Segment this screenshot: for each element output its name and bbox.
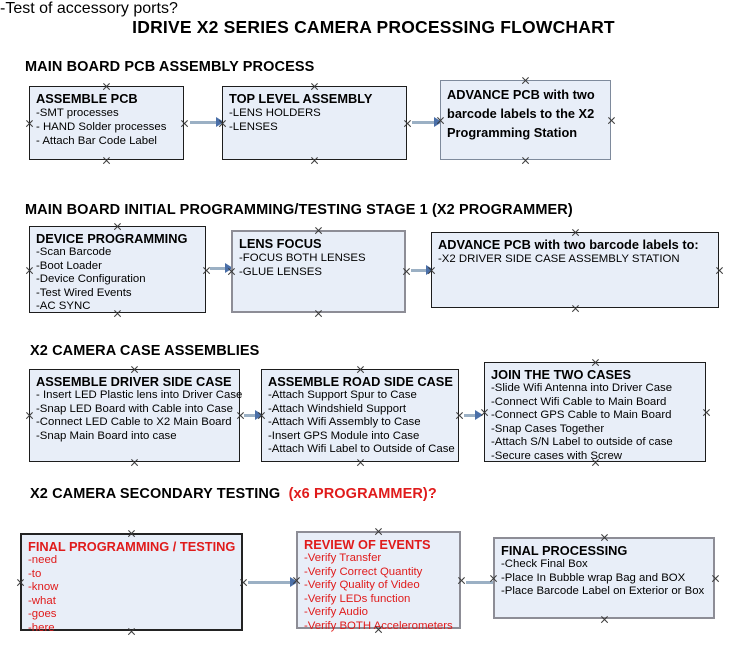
node-line: -Attach Wifi Label to Outside of Case	[268, 443, 455, 456]
node-line: -what	[28, 594, 56, 607]
node-line: -goes	[28, 608, 57, 621]
node-advance-pcb-programming-station[interactable]: ADVANCE PCB with two barcode labels to t…	[440, 80, 611, 160]
section-heading-2: MAIN BOARD INITIAL PROGRAMMING/TESTING S…	[25, 202, 573, 218]
node-line: -LENSES	[229, 121, 278, 134]
node-final-programming-testing[interactable]: FINAL PROGRAMMING / TESTING -need -to -k…	[20, 533, 243, 634]
node-line: -Scan Barcode	[36, 246, 112, 258]
node-line: -AC SYNC	[36, 300, 91, 313]
node-line: -Attach Windshield Support	[268, 402, 407, 415]
node-line: - HAND Solder processes	[36, 121, 167, 134]
node-title: REVIEW OF EVENTS	[304, 537, 431, 552]
node-line: -here	[28, 621, 55, 634]
node-title: ASSEMBLE ROAD SIDE CASE	[268, 374, 453, 389]
node-line: -Secure cases with Screw	[491, 449, 623, 462]
node-line: -need	[28, 554, 58, 566]
connector-2b	[411, 269, 428, 272]
node-line: -Test Wired Events	[36, 286, 132, 299]
node-final-processing[interactable]: FINAL PROCESSING -Check Final Box -Place…	[493, 537, 715, 619]
node-line: -Connect GPS Cable to Main Board	[491, 409, 672, 422]
connector-3b	[464, 414, 477, 417]
section-heading-4-main: X2 CAMERA SECONDARY TESTING	[30, 486, 281, 502]
node-title: FINAL PROGRAMMING / TESTING	[28, 539, 236, 554]
node-line: -LENS HOLDERS	[229, 107, 321, 119]
node-top-level-assembly[interactable]: TOP LEVEL ASSEMBLY -LENS HOLDERS -LENSES	[222, 86, 407, 160]
node-title: FINAL PROCESSING	[501, 543, 628, 558]
arrowhead-2a	[225, 263, 233, 273]
node-line: -Snap LED Board with Cable into Case	[36, 402, 233, 415]
node-line: -Place Barcode Label on Exterior or Box	[501, 585, 705, 598]
node-title: JOIN THE TWO CASES	[491, 367, 632, 382]
node-assemble-driver-side-case[interactable]: ASSEMBLE DRIVER SIDE CASE - Insert LED P…	[29, 369, 243, 462]
node-line: -Boot Loader	[36, 259, 102, 272]
node-line: -Verify Quality of Video	[304, 579, 420, 592]
section-heading-4-accent: (x6 PROGRAMMER)?	[288, 486, 437, 502]
section-heading-3: X2 CAMERA CASE ASSEMBLIES	[30, 343, 260, 359]
node-title: DEVICE PROGRAMMING	[36, 231, 188, 246]
node-title: ASSEMBLE PCB	[36, 91, 138, 106]
node-line: -X2 DRIVER SIDE CASE ASSEMBLY STATION	[438, 253, 680, 265]
arrowhead-2b	[426, 265, 434, 275]
connector-1b	[412, 121, 436, 124]
arrowhead-3b	[475, 410, 483, 420]
node-title: ADVANCE PCB with two barcode labels to t…	[447, 87, 595, 140]
arrowhead-3a	[255, 410, 263, 420]
node-line: -Verify BOTH Accelerometers	[304, 619, 453, 632]
node-line: -Place In Bubble wrap Bag and BOX	[501, 571, 686, 584]
section-heading-1: MAIN BOARD PCB ASSEMBLY PROCESS	[25, 59, 315, 75]
connector-4b	[466, 581, 511, 584]
arrowhead-1a	[216, 117, 224, 127]
node-review-of-events[interactable]: REVIEW OF EVENTS -Verify Transfer -Verif…	[296, 531, 461, 632]
node-line: -Verify Correct Quantity	[304, 565, 423, 578]
node-line: -Attach Support Spur to Case	[268, 389, 417, 401]
node-line: - Attach Bar Code Label	[36, 135, 157, 148]
node-line: -Attach Wifi Assembly to Case	[268, 416, 421, 429]
node-advance-pcb-driver-side[interactable]: ADVANCE PCB with two barcode labels to: …	[431, 232, 719, 308]
connector-1a	[190, 121, 218, 124]
node-lens-focus[interactable]: LENS FOCUS -FOCUS BOTH LENSES -GLUE LENS…	[231, 230, 406, 313]
node-line: -Snap Main Board into case	[36, 429, 177, 442]
node-title: ASSEMBLE DRIVER SIDE CASE	[36, 374, 232, 389]
arrowhead-4a	[290, 577, 298, 587]
node-line: -Connect LED Cable to X2 Main Board	[36, 416, 232, 429]
node-device-programming[interactable]: DEVICE PROGRAMMING -Scan Barcode -Boot L…	[29, 226, 206, 313]
node-line: -Verify Transfer	[304, 552, 382, 564]
node-line: -GLUE LENSES	[239, 266, 322, 279]
section-heading-4: X2 CAMERA SECONDARY TESTING (x6 PROGRAMM…	[30, 486, 437, 502]
node-overflow-line: -Test of accessory ports?	[0, 0, 178, 17]
node-line: -Verify LEDs function	[304, 592, 411, 605]
node-line: -know	[28, 581, 59, 594]
node-assemble-road-side-case[interactable]: ASSEMBLE ROAD SIDE CASE -Attach Support …	[261, 369, 459, 462]
node-title: TOP LEVEL ASSEMBLY	[229, 91, 373, 106]
page-title: IDRIVE X2 SERIES CAMERA PROCESSING FLOWC…	[132, 17, 615, 37]
node-assemble-pcb[interactable]: ASSEMBLE PCB -SMT processes - HAND Solde…	[29, 86, 184, 160]
node-line: -to	[28, 567, 42, 580]
connector-2a	[210, 267, 227, 270]
node-title: ADVANCE PCB with two barcode labels to:	[438, 237, 699, 252]
connector-4a	[248, 581, 292, 584]
node-line: -Device Configuration	[36, 273, 146, 286]
arrowhead-1b	[434, 117, 442, 127]
node-line: -FOCUS BOTH LENSES	[239, 252, 366, 264]
connector-3a	[244, 414, 257, 417]
node-join-the-two-cases[interactable]: JOIN THE TWO CASES -Slide Wifi Antenna i…	[484, 362, 706, 462]
node-line: -Attach S/N Label to outside of case	[491, 436, 673, 449]
node-line: -Snap Cases Together	[491, 422, 605, 435]
node-line: - Insert LED Plastic lens into Driver Ca…	[36, 389, 243, 401]
node-line: -Slide Wifi Antenna into Driver Case	[491, 382, 673, 394]
node-line: -Check Final Box	[501, 558, 588, 570]
node-line: -Verify Audio	[304, 606, 368, 619]
node-line: -Insert GPS Module into Case	[268, 429, 420, 442]
node-title: LENS FOCUS	[239, 236, 322, 251]
node-line: -Connect Wifi Cable to Main Board	[491, 395, 667, 408]
node-line: -SMT processes	[36, 107, 119, 119]
